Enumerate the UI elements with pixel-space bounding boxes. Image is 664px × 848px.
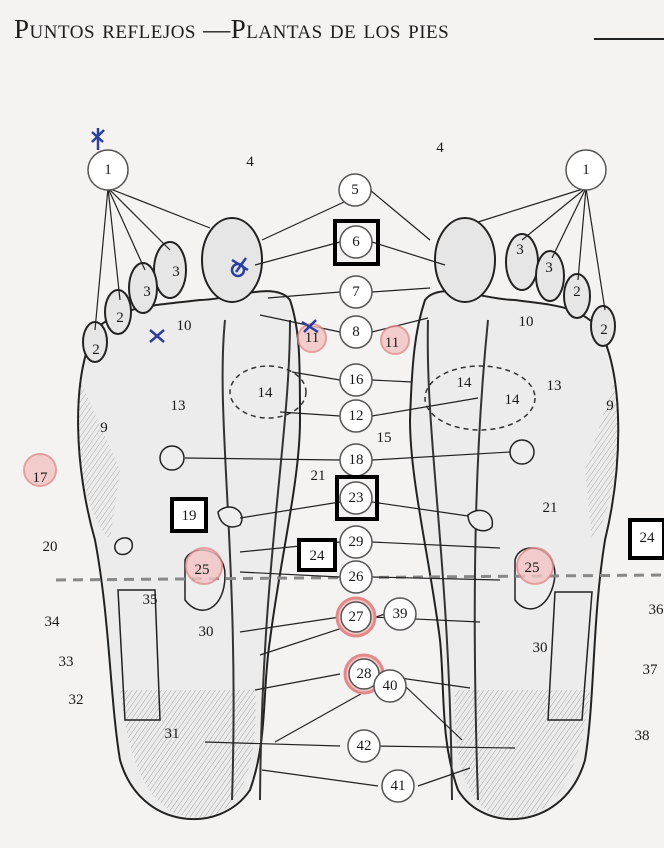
right-label-3a: 3	[516, 242, 524, 258]
center-points: 5 6 7 8 16 12 18 23 29 26 27 39	[335, 174, 416, 802]
point-29-label: 29	[349, 534, 364, 550]
point-6-label: 6	[352, 234, 360, 250]
left-label-20: 20	[43, 539, 58, 555]
left-label-24: 24	[310, 548, 326, 564]
right-big-toe	[435, 218, 495, 302]
right-foot	[410, 218, 618, 819]
right-label-10: 10	[519, 314, 534, 330]
left-label-3b: 3	[172, 264, 180, 280]
point-18-label: 18	[349, 452, 364, 468]
left-label-19: 19	[182, 508, 197, 524]
left-label-35: 35	[143, 592, 158, 608]
right-label-2a: 2	[573, 284, 581, 300]
right-label-37: 37	[643, 662, 659, 678]
point-41-label: 41	[391, 778, 406, 794]
left-label-25: 25	[195, 562, 210, 578]
right-label-3b: 3	[545, 260, 553, 276]
left-label-13: 13	[171, 398, 186, 414]
left-label-9: 9	[100, 420, 108, 436]
right-label-36: 36	[649, 602, 664, 618]
point-16-label: 16	[349, 372, 365, 388]
right-zone-dot	[510, 440, 534, 464]
left-label-10: 10	[177, 318, 192, 334]
left-label-32: 32	[69, 692, 84, 708]
left-label-33: 33	[59, 654, 74, 670]
right-label-21: 21	[543, 500, 558, 516]
point-8-label: 8	[352, 324, 360, 340]
left-label-3a: 3	[143, 284, 151, 300]
left-label-2b: 2	[92, 342, 100, 358]
point-7-label: 7	[352, 284, 360, 300]
pen-x-1	[92, 128, 104, 150]
right-label-4: 4	[436, 140, 444, 156]
right-label-38: 38	[635, 728, 650, 744]
right-label-14b: 14	[505, 392, 521, 408]
point-23-label: 23	[349, 490, 364, 506]
left-label-30: 30	[199, 624, 214, 640]
right-label-9: 9	[606, 398, 614, 414]
left-label-2a: 2	[116, 310, 124, 326]
right-label-14a: 14	[457, 375, 473, 391]
right-label-1: 1	[582, 162, 590, 178]
right-label-15: 15	[377, 430, 392, 446]
left-label-14: 14	[258, 385, 274, 401]
point-12-label: 12	[349, 408, 364, 424]
right-label-13: 13	[547, 378, 562, 394]
left-label-34: 34	[45, 614, 61, 630]
left-label-11: 11	[305, 330, 319, 346]
point-27-label: 27	[349, 609, 365, 625]
point-5-label: 5	[351, 182, 359, 198]
point-40-label: 40	[383, 678, 398, 694]
left-label-21: 21	[311, 468, 326, 484]
left-toe-2	[154, 242, 186, 298]
right-label-2b: 2	[600, 322, 608, 338]
right-toe-3	[536, 251, 564, 301]
right-label-11: 11	[385, 335, 399, 351]
left-label-4: 4	[246, 154, 254, 170]
left-zone-18-dot	[160, 446, 184, 470]
left-label-17: 17	[33, 470, 49, 486]
point-39-label: 39	[393, 606, 408, 622]
left-zone-20	[115, 538, 133, 555]
left-label-31: 31	[165, 726, 180, 742]
point-26-label: 26	[349, 569, 365, 585]
left-label-1: 1	[104, 162, 112, 178]
point-42-label: 42	[357, 738, 372, 754]
right-label-24: 24	[640, 530, 656, 546]
right-label-25: 25	[525, 560, 540, 576]
point-28-label: 28	[357, 666, 372, 682]
right-label-30: 30	[533, 640, 548, 656]
